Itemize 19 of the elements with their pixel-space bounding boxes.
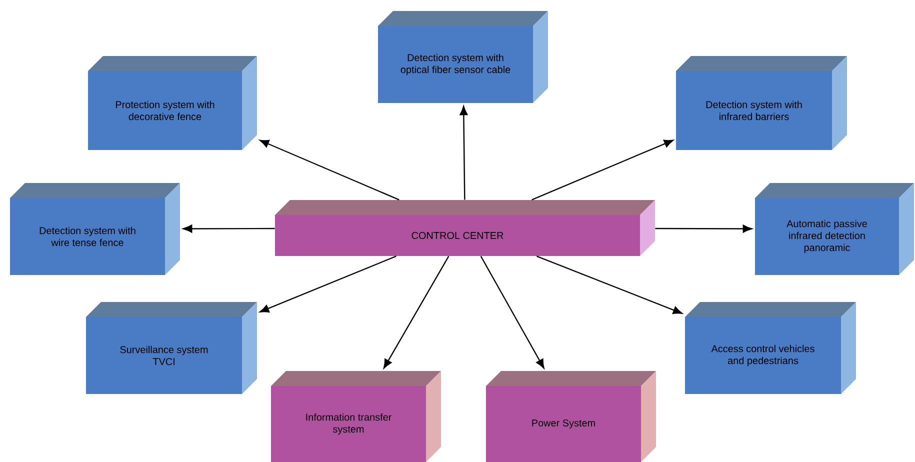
arrow [532, 140, 674, 200]
system-box: Automatic passive infrared detection panoramic [755, 182, 914, 275]
system-box: Protection system with decorative fence [88, 56, 257, 150]
arrow [260, 256, 396, 312]
arrow [536, 256, 682, 314]
system-box: Detection system with infrared barriers [676, 56, 847, 150]
system-box: Access control vehicles and pedestrians [685, 302, 856, 394]
arrow [480, 256, 544, 369]
system-box: Information transfer system [271, 370, 441, 462]
arrow [655, 224, 752, 233]
arrow [460, 106, 468, 200]
system-box: Power System [486, 370, 656, 462]
arrow [182, 224, 275, 233]
system-box: Detection system with optical fiber sensor cable [378, 11, 548, 103]
arrow [383, 256, 450, 369]
arrow [260, 140, 400, 200]
system-box: Surveillance system TVCI [86, 302, 257, 394]
system-box: Detection system with wire tense fence [10, 182, 180, 275]
control-center-box: CONTROL CENTER [275, 200, 655, 256]
